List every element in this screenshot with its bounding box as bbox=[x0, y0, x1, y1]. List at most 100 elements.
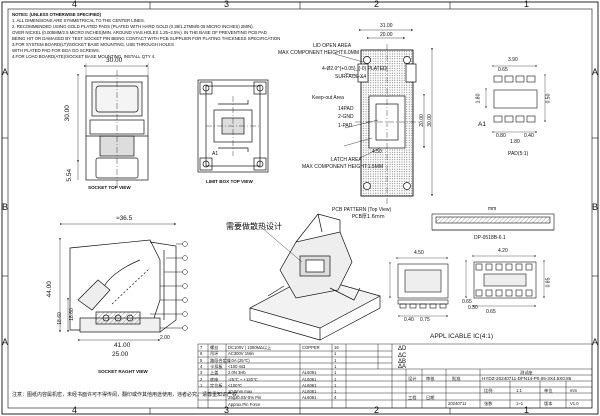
bom-cell: Approx.Pin Force bbox=[228, 401, 261, 407]
confidential-note: 注意：图纸内容属机密，未经书面许可不得传阅，翻印或作其他用途使用，违者必究。请尊… bbox=[12, 392, 243, 398]
pcb-thickness: PCB厚1.6mm bbox=[352, 214, 385, 220]
bom-cell: 2 bbox=[200, 376, 203, 382]
pcb-pattern-view bbox=[334, 29, 433, 204]
ic-dim-top-2: 0.65 bbox=[486, 309, 496, 315]
pad-dim-right: 0.50 bbox=[545, 93, 552, 104]
tb-rev: V1.0 bbox=[570, 401, 579, 406]
side-dim-left-2: 18.60 bbox=[68, 308, 75, 321]
zone-top-2: 3 bbox=[224, 0, 230, 9]
bom-cell: 上盖 bbox=[210, 370, 219, 376]
bom-cell: 1 bbox=[334, 370, 337, 376]
pcb-2gnd: 2-GND bbox=[338, 114, 354, 120]
socket-top-view bbox=[77, 63, 149, 186]
tb-label-approve: 批准 bbox=[452, 376, 461, 381]
tb-drawing-name: 测试座 bbox=[520, 370, 533, 375]
side-dim-base: 41.00 bbox=[114, 342, 131, 349]
notes-line-0: NOTES: (UNLESS OTHERWISE SPECIFIED) bbox=[12, 12, 101, 17]
pcb-dim-right-30: 30.00 bbox=[426, 114, 433, 127]
bom-cell: AC300V 1Min bbox=[228, 351, 254, 357]
bom-cell: 1 bbox=[334, 363, 337, 369]
tb-label-design: 设计 bbox=[408, 376, 417, 381]
pcb-hole-spec-2: SURFACE X4 bbox=[335, 74, 367, 80]
zone-bottom-3: 2 bbox=[374, 405, 380, 415]
bom-cell: 卡扣板 bbox=[210, 363, 223, 369]
zone-top-1: 4 bbox=[72, 0, 78, 9]
top-view-dim-bottom: 5.54 bbox=[66, 168, 74, 182]
zone-bottom-4: 1 bbox=[524, 405, 530, 415]
zone-bottom-1: 4 bbox=[72, 405, 78, 415]
limit-box-view bbox=[197, 79, 269, 173]
tb-unit: mm bbox=[570, 388, 577, 393]
pcb-small-dim: 4.50 bbox=[372, 149, 382, 155]
socket-side-view bbox=[59, 223, 188, 341]
ic-dim-bottom-3: 0.75 bbox=[420, 317, 430, 323]
ic-dim-right: 0.85 bbox=[545, 277, 552, 288]
chip-mm: mm bbox=[488, 206, 497, 212]
bom-cell: DC100V | 1000MΔ以上 bbox=[228, 345, 272, 350]
side-dim-left-1: 18.60 bbox=[56, 312, 63, 325]
bom-cell: AL6061 bbox=[302, 370, 317, 376]
zone-left-2: B bbox=[2, 202, 9, 212]
pcb-dim-top-20: 20.00 bbox=[380, 32, 393, 38]
tb-rev-label: 版本 bbox=[544, 401, 553, 406]
tb-date: 20240711 bbox=[448, 401, 467, 406]
bom-cell: <100 mΩ bbox=[228, 363, 246, 369]
pcb-latch-area: LATCH AREA bbox=[331, 157, 362, 163]
notes-line-5: 3.FOR SYSTEM BOARD(LT)/SOCKET BASE MOUNT… bbox=[12, 42, 174, 47]
bom-cell: 1 bbox=[200, 382, 203, 388]
pcb-max-height-bottom: MAX COMPONENT HEIGHT:1.5MM bbox=[302, 164, 384, 170]
side-dim-height: 44.00 bbox=[45, 281, 53, 298]
bom-cell: 2.0N 3Hb bbox=[228, 370, 246, 376]
bom-cell: AL6061 bbox=[302, 389, 317, 395]
zone-top-3: 2 bbox=[374, 0, 380, 9]
top-view-dim-top: 30.00 bbox=[106, 57, 123, 64]
notes-line-6: WITH PLATED PAD FOR BGA GO SCREWS. bbox=[12, 48, 100, 53]
pcb-max-height-top: MAX COMPONENT HEIGHT:6.0MM bbox=[278, 50, 360, 56]
bom-cell: AL6061 bbox=[302, 376, 317, 382]
bom-cell: 1.0A (25℃) bbox=[228, 357, 250, 363]
pcb-dim-right-20: 20.00 bbox=[418, 114, 425, 127]
bom-cell: 3 bbox=[200, 370, 203, 376]
tb-label-date: 日期 bbox=[426, 395, 435, 400]
pad-caption: PAD(5:1) bbox=[508, 151, 529, 157]
pad-dim-left: 1.80 bbox=[475, 93, 482, 104]
bom-cell: 底座 bbox=[210, 376, 219, 382]
bom-cell: COPPER bbox=[302, 345, 320, 350]
pcb-dim-top-31: 31.00 bbox=[380, 23, 393, 29]
bom-cell: 16 bbox=[334, 345, 339, 350]
pcb-hole-spec: 4-Ø2.0^{+0.05}_{-0} PLATED bbox=[322, 66, 387, 72]
bom-cell: AL6061 bbox=[302, 382, 317, 388]
tb-part-no: HYDZ-20240711-DFN14-P0.65-3X4.5X0.85 bbox=[482, 376, 572, 381]
bom-cell: 1 bbox=[334, 389, 337, 395]
zone-left-3: A bbox=[2, 337, 9, 347]
bom-cell: 4 bbox=[200, 363, 203, 369]
pad-dim-top: 3.90 bbox=[508, 57, 518, 63]
zone-top-4: 1 bbox=[524, 0, 530, 9]
applicable-ic bbox=[389, 255, 545, 317]
tb-scale-label: 比例 bbox=[484, 388, 493, 393]
pcb-1pad: 1-PAD bbox=[338, 123, 353, 129]
side-dim-top: ≈36.5 bbox=[116, 215, 133, 222]
bom-cell: -25℃ ~ +120℃ bbox=[228, 376, 258, 382]
bom-cell: 螺丝 bbox=[210, 345, 219, 350]
pcb-14pad: 14PAD bbox=[338, 106, 354, 112]
zone-left-1: A bbox=[2, 67, 9, 77]
bom-cell: 吊环 bbox=[210, 351, 219, 357]
bom-grid bbox=[197, 343, 593, 409]
bom-cell: 1 bbox=[334, 351, 337, 357]
rev-mark-c: ΔC bbox=[398, 353, 407, 359]
chip-side-view bbox=[431, 213, 555, 231]
bom-cell: AL6061 bbox=[302, 395, 317, 401]
pcb-lid-open-area: LID OPEN AREA bbox=[313, 43, 352, 49]
zone-right-3: A bbox=[592, 337, 599, 347]
top-view-dim-left: 30.00 bbox=[63, 105, 71, 122]
applicable-ic-title: APPL ICABLE IC(4:1) bbox=[430, 333, 493, 340]
tb-label-check: 审核 bbox=[426, 376, 435, 381]
zone-right-1: A bbox=[592, 67, 599, 77]
side-caption: SOCKET RAGHT VIEW bbox=[98, 369, 148, 374]
socket-isometric bbox=[249, 213, 381, 341]
bom-cell: 4 bbox=[334, 395, 337, 401]
side-dim-bottom: 25.00 bbox=[112, 351, 129, 358]
ic-dim-left-2: 0.65 bbox=[462, 299, 472, 305]
